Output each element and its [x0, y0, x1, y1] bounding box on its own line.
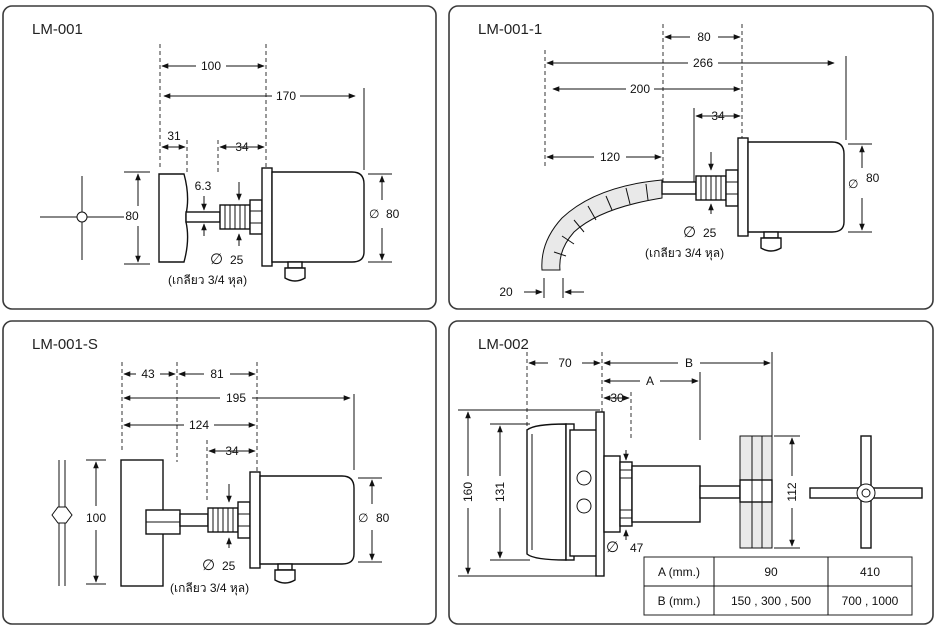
- thread-fitting: [207, 501, 251, 539]
- dim-diameter-25: ∅: [683, 224, 696, 241]
- dim-43: 43: [141, 367, 155, 381]
- dim-diameter-25: ∅: [202, 557, 215, 574]
- dim-170: 170: [276, 89, 296, 103]
- dim-80-right: 80: [386, 207, 400, 221]
- dim-25: 25: [230, 253, 244, 267]
- dim-30: 30: [610, 391, 624, 405]
- dim-112: 112: [785, 482, 799, 501]
- dim-80: 80: [376, 511, 390, 525]
- table-row: B (mm.) 150 , 300 , 500 700 , 1000: [658, 594, 899, 608]
- cable-gland: [760, 231, 782, 252]
- svg-text:B (mm.): B (mm.): [658, 594, 701, 608]
- dim-195: 195: [226, 391, 246, 405]
- panel-lm-001: LM-001 100 170 31 34 6.3 80 ∅ 80: [2, 5, 437, 310]
- dim-B: B: [685, 356, 693, 370]
- flange: [261, 167, 273, 267]
- panel-lm-001-s: LM-001-S 43 81 195 124 34 100 ∅ 80: [2, 320, 437, 625]
- dim-diameter-47: ∅: [606, 539, 619, 556]
- dim-6-3: 6.3: [195, 179, 212, 193]
- housing: [259, 475, 355, 565]
- thread-note: (เกลียว 3/4 หุล): [645, 246, 724, 261]
- panel-title: LM-001-S: [32, 336, 98, 353]
- flange: [249, 471, 261, 569]
- thread-note: (เกลียว 3/4 หุล): [168, 273, 247, 288]
- dim-131: 131: [493, 482, 507, 502]
- paddle-edge: [51, 460, 73, 586]
- dim-25: 25: [703, 226, 717, 240]
- panel-lm-001-1: LM-001-1 80 266 200 34 120 20 ∅ 80: [448, 5, 934, 310]
- dim-120: 120: [600, 150, 620, 164]
- thread-note: (เกลียว 3/4 หุล): [170, 581, 249, 596]
- dim-34: 34: [235, 140, 249, 154]
- dim-34: 34: [225, 444, 239, 458]
- svg-text:410: 410: [860, 565, 880, 579]
- spec-table: A (mm.) 90 410 B (mm.) 150 , 300 , 500 7…: [643, 556, 913, 616]
- panel-title: LM-001-1: [478, 21, 542, 38]
- panel-lm-002: LM-002 70 B A 30 160 131: [448, 320, 934, 625]
- lm002-paddle: [739, 435, 773, 549]
- dim-81: 81: [210, 367, 224, 381]
- svg-text:A (mm.): A (mm.): [658, 565, 700, 579]
- svg-text:150 , 300 , 500: 150 , 300 , 500: [731, 594, 811, 608]
- curved-paddle: [541, 179, 663, 271]
- dim-diameter-80: ∅: [848, 177, 858, 191]
- panel-title: LM-001: [32, 21, 83, 38]
- svg-text:700 , 1000: 700 , 1000: [842, 594, 899, 608]
- dim-diameter-25: ∅: [210, 251, 223, 268]
- paddle-plate: [120, 459, 164, 587]
- paddle-side: [158, 173, 189, 263]
- dim-80-right: 80: [866, 171, 880, 185]
- cable-gland: [284, 261, 306, 282]
- housing: [271, 171, 365, 263]
- dim-A: A: [646, 374, 654, 388]
- shaft: [179, 513, 209, 527]
- dim-47: 47: [630, 541, 644, 555]
- dim-100: 100: [86, 511, 106, 525]
- dim-34: 34: [711, 109, 725, 123]
- dim-31: 31: [167, 129, 181, 143]
- paddle-cross-icon: [40, 176, 124, 260]
- lm002-cross-icon: [809, 435, 923, 549]
- dim-160: 160: [461, 482, 475, 502]
- flange: [737, 137, 749, 237]
- panel-title: LM-002: [478, 336, 529, 353]
- dim-diameter-80: ∅: [369, 207, 379, 221]
- shaft: [185, 211, 221, 223]
- shaft: [661, 181, 697, 195]
- table-row: A (mm.) 90 410: [658, 565, 880, 579]
- dim-124: 124: [189, 418, 209, 432]
- cable-gland: [274, 563, 296, 584]
- dim-20: 20: [499, 285, 513, 299]
- svg-text:90: 90: [764, 565, 778, 579]
- dim-25: 25: [222, 559, 236, 573]
- dim-80-left: 80: [125, 209, 139, 223]
- dim-200: 200: [630, 82, 650, 96]
- housing: [747, 141, 845, 233]
- dim-80-top: 80: [697, 30, 711, 44]
- dim-70: 70: [558, 356, 572, 370]
- thread-fitting: [219, 199, 263, 235]
- dim-266: 266: [693, 56, 713, 70]
- dim-diameter-80: ∅: [358, 511, 368, 525]
- dim-100: 100: [201, 59, 221, 73]
- thread-fitting: [695, 169, 739, 207]
- lm002-housing: [526, 411, 741, 577]
